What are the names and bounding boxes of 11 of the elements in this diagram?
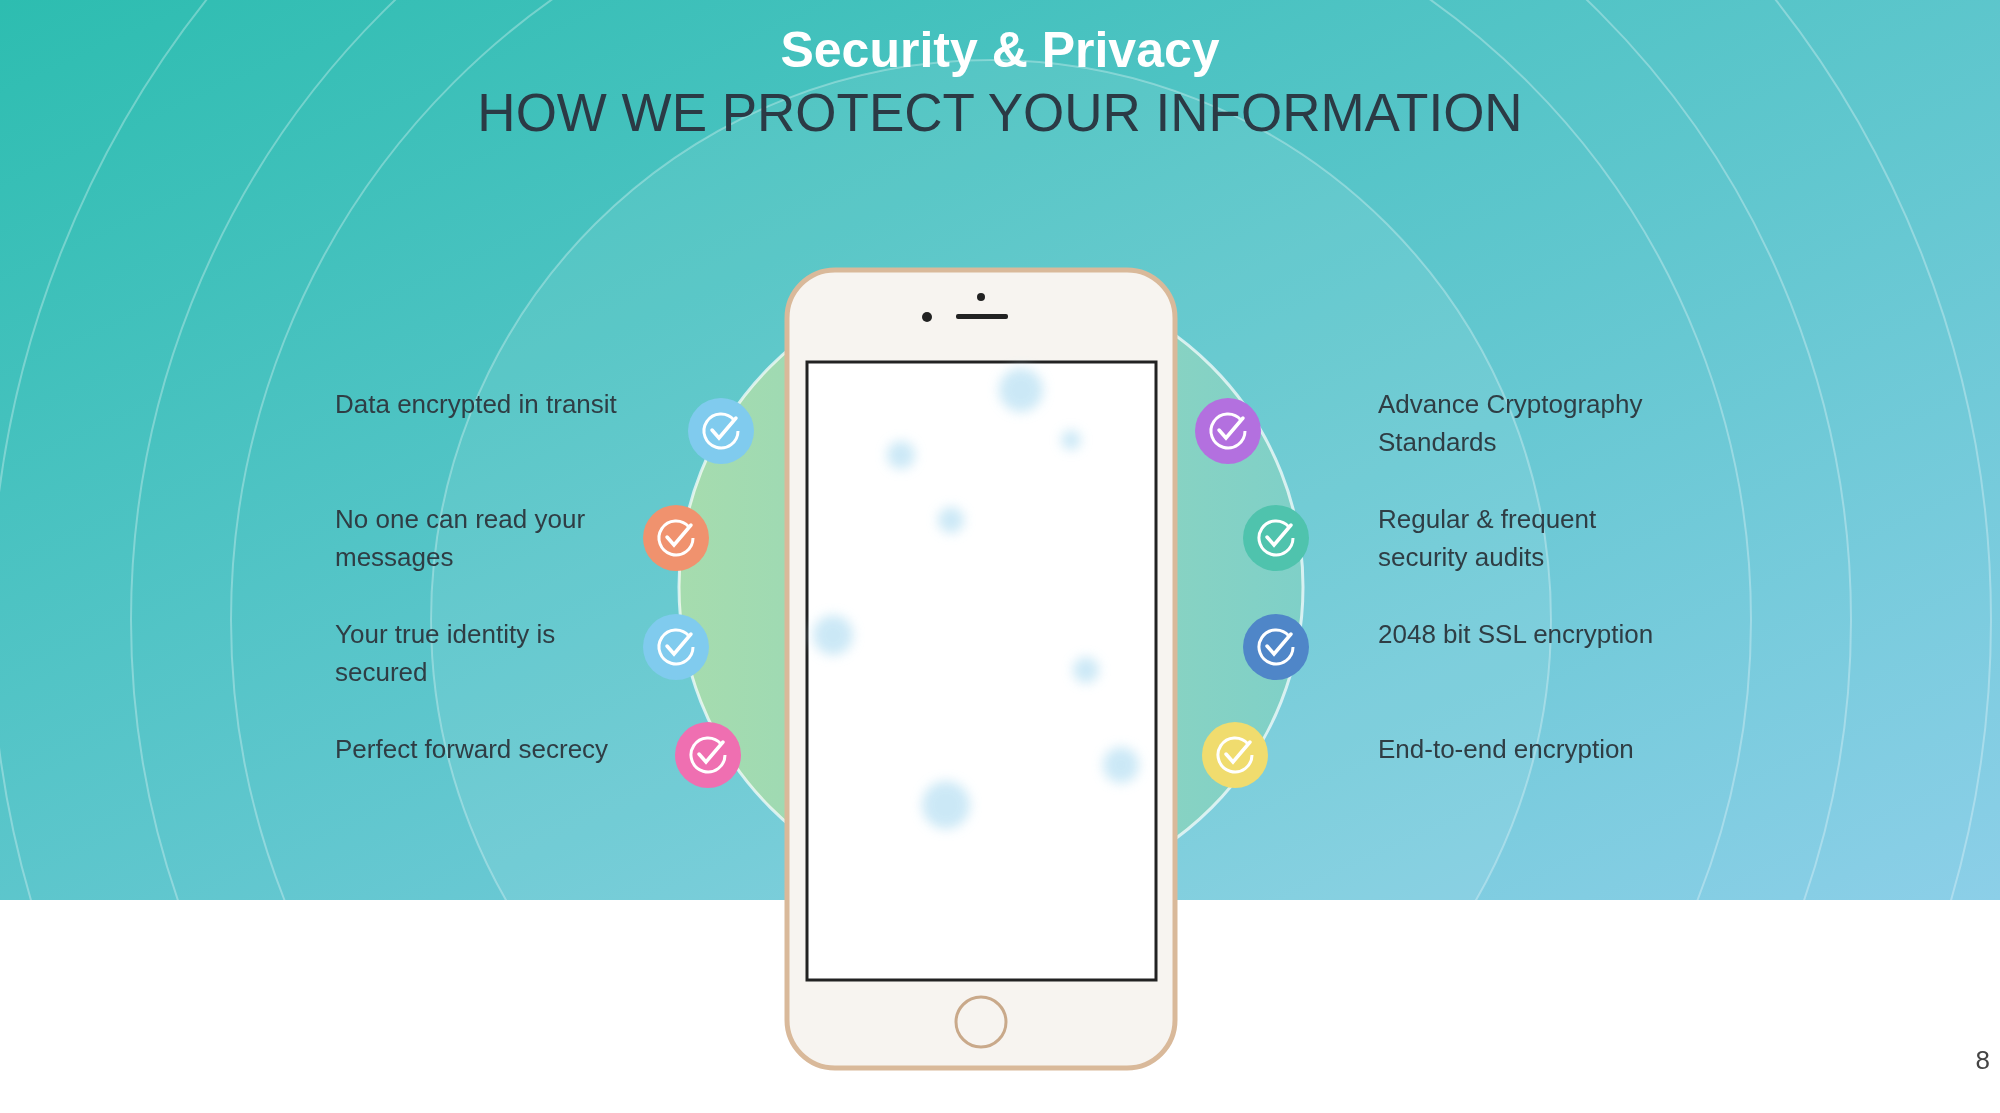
slide-subtitle: HOW WE PROTECT YOUR INFORMATION (476, 85, 1524, 141)
feature-text: End-to-end encryption (1378, 733, 1635, 766)
feature-text: Advance Cryptography Standards (1378, 388, 1644, 459)
feature-text: Your true identity is secured (335, 618, 557, 689)
feature-text: Data encrypted in transit (335, 388, 618, 421)
feature-text: No one can read your messages (335, 503, 587, 574)
page-number: 8 (1974, 1045, 1990, 1076)
feature-text: 2048 bit SSL encryption (1378, 618, 1655, 651)
feature-text: Regular & frequent security audits (1378, 503, 1598, 574)
slide-title: Security & Privacy (779, 21, 1221, 80)
feature-text: Perfect forward secrecy (335, 733, 610, 766)
